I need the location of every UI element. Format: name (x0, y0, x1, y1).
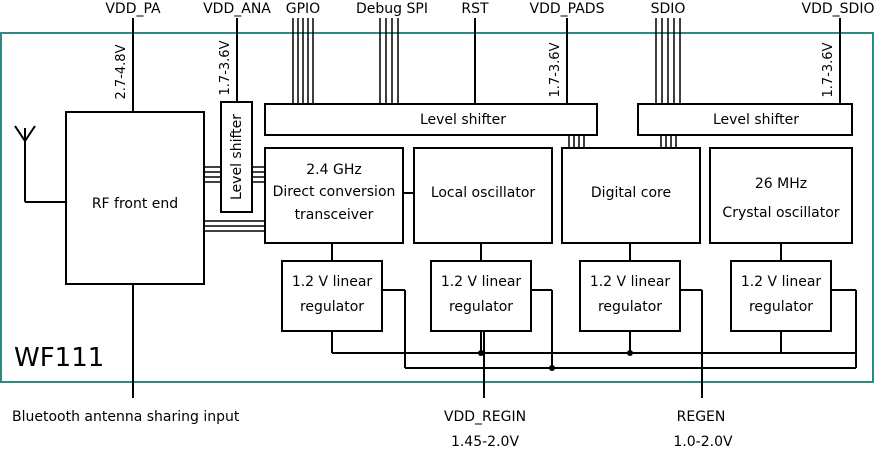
label-vdd-regin-range: 1.45-2.0V (451, 434, 519, 450)
voltage-vdd-ana: 1.7-3.6V (218, 40, 233, 95)
label-vdd-regin: VDD_REGIN (444, 409, 526, 425)
label-sdio: SDIO (651, 1, 686, 17)
label-rst: RST (461, 1, 489, 17)
rf-front-end-block (65, 111, 205, 285)
digital-core-label: Digital core (591, 185, 671, 201)
gpio-bus (292, 18, 314, 104)
digital-core-block (561, 147, 701, 244)
sdio-level-shifter-to-digital-core-bus (660, 135, 677, 148)
label-antenna-sharing: Bluetooth antenna sharing input (12, 409, 240, 425)
voltage-vdd-pads: 1.7-3.6V (548, 42, 563, 97)
regulator-1-label-line1: 1.2 V linear (292, 274, 373, 290)
module-name: WF111 (14, 343, 104, 373)
label-vdd-pads: VDD_PADS (530, 1, 605, 17)
label-gpio: GPIO (286, 1, 320, 17)
voltage-vdd-sdio: 1.7-3.6V (821, 42, 836, 97)
regulator-input-rail (382, 289, 856, 398)
junction-dots (478, 350, 633, 371)
crystal-oscillator-label-line2: Crystal oscillator (722, 205, 839, 221)
crystal-oscillator-block (709, 147, 853, 244)
regulator-4-label-line2: regulator (749, 299, 813, 315)
rf-to-transceiver-bus (204, 220, 265, 232)
regulator-output-rail (331, 289, 857, 368)
label-vdd-sdio: VDD_SDIO (802, 1, 875, 17)
regulator-3: 1.2 V linear regulator (579, 260, 681, 332)
regulator-1-label-line2: regulator (300, 299, 364, 315)
label-debug-spi: Debug SPI (356, 1, 428, 17)
local-oscillator-block (413, 147, 553, 244)
voltage-vdd-pa: 2.7-4.8V (114, 44, 129, 99)
transceiver-block (264, 147, 404, 244)
level-shifter-sdio-block (637, 103, 853, 136)
block-to-regulator-links (331, 243, 782, 261)
local-oscillator-label: Local oscillator (431, 185, 536, 201)
level-shifter-to-digital-core-bus (568, 135, 585, 148)
label-vdd-pa: VDD_PA (105, 1, 161, 17)
label-regen: REGEN (677, 409, 726, 425)
sdio-bus (655, 18, 681, 104)
regulator-2-label-line1: 1.2 V linear (441, 274, 522, 290)
crystal-oscillator-label-line1: 26 MHz (755, 176, 807, 192)
transceiver-label-line3: transceiver (295, 207, 374, 223)
regulator-2-label-line2: regulator (449, 299, 513, 315)
level-shifter-sdio-label: Level shifter (713, 112, 799, 128)
regulator-1: 1.2 V linear regulator (281, 260, 383, 332)
regulator-4-label-line1: 1.2 V linear (741, 274, 822, 290)
regulator-3-label-line1: 1.2 V linear (590, 274, 671, 290)
rf-front-end-label: RF front end (92, 196, 178, 212)
regulator-2: 1.2 V linear regulator (430, 260, 532, 332)
level-shifter-to-transceiver-bus (252, 166, 265, 183)
module-frame (0, 32, 874, 383)
label-vdd-ana: VDD_ANA (203, 1, 271, 17)
level-shifter-vertical-label: Level shifter (229, 114, 245, 200)
debug-spi-bus (379, 18, 399, 104)
rf-to-level-shifter-bus (204, 166, 221, 183)
antenna-icon (14, 125, 66, 203)
transceiver-label-line1: 2.4 GHz (306, 162, 361, 178)
level-shifter-main-block (264, 103, 598, 136)
level-shifter-main-label: Level shifter (420, 112, 506, 128)
regulator-3-label-line2: regulator (598, 299, 662, 315)
level-shifter-vertical-block (220, 101, 253, 213)
label-regen-range: 1.0-2.0V (673, 434, 733, 450)
regulator-4: 1.2 V linear regulator (730, 260, 832, 332)
transceiver-label-line2: Direct conversion (273, 184, 396, 200)
